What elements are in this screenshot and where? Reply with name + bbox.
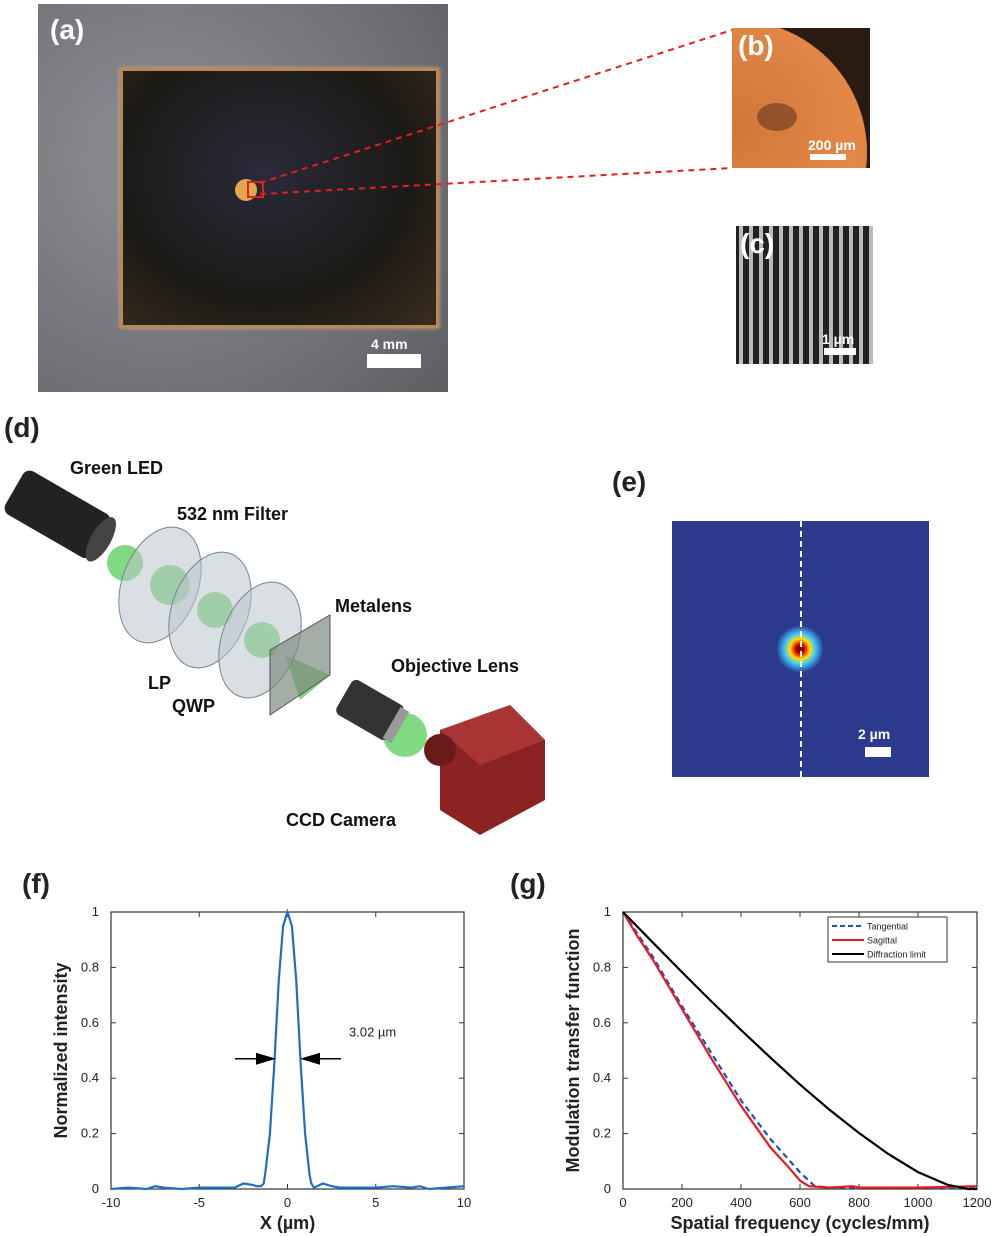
chart-f-ylabel: Normalized intensity	[51, 962, 71, 1138]
chart-g-ytick-label: 1	[604, 904, 611, 919]
chart-g-xtick-label: 400	[730, 1195, 752, 1210]
chart-f-ytick-label: 0.2	[81, 1126, 99, 1141]
chart-g-ytick-label: 0.2	[593, 1126, 611, 1141]
objective-lens	[336, 679, 410, 744]
chart-g-ytick-label: 0	[604, 1181, 611, 1196]
fwhm-arrowhead-right	[300, 1052, 320, 1065]
label-objective: Objective Lens	[391, 656, 520, 676]
chart-g-xtick-label: 600	[789, 1195, 811, 1210]
optical-setup-diagram	[4, 470, 545, 835]
fwhm-arrowhead-left	[256, 1052, 276, 1065]
legend-label: Diffraction limit	[867, 950, 926, 960]
chart-g-xtick-label: 1200	[963, 1195, 992, 1210]
chart-f-xtick-label: -5	[193, 1195, 205, 1210]
cut-line	[800, 521, 802, 777]
chart-f-xtick-label: 5	[372, 1195, 379, 1210]
scale-bar-b	[810, 154, 846, 160]
chart-f-xtick-label: 10	[457, 1195, 471, 1210]
metalens-sample	[120, 68, 439, 328]
panel-a-label: (a)	[50, 14, 85, 45]
panel-d-label: (d)	[4, 412, 40, 443]
label-qwp: QWP	[172, 696, 215, 716]
chart-f-ytick-label: 0.4	[81, 1070, 99, 1085]
panel-f-label: (f)	[22, 868, 50, 899]
panel-c-sem: 1 µm	[736, 226, 873, 364]
metalens-spot	[235, 179, 257, 201]
scale-bar-b-label: 200 µm	[808, 137, 856, 153]
panel-e-label: (e)	[612, 466, 647, 497]
chart-g-xtick-label: 200	[671, 1195, 693, 1210]
scale-bar-a-label: 4 mm	[371, 336, 408, 352]
chart-g-ytick-label: 0.4	[593, 1070, 611, 1085]
zoom-region-box	[247, 181, 264, 198]
chart-g-xlabel: Spatial frequency (cycles/mm)	[670, 1213, 929, 1233]
chart-g-series-tangential	[622, 911, 977, 1189]
zoom-lines	[259, 29, 733, 195]
scale-bar-e	[865, 747, 891, 757]
dark-spot	[757, 103, 797, 131]
chart-f-axes-box	[110, 911, 465, 1190]
panel-c-label: (c)	[740, 228, 775, 259]
panel-g-label: (g)	[510, 868, 546, 899]
chart-g-xtick-label: 1000	[904, 1195, 933, 1210]
chart-g-xtick-label: 800	[848, 1195, 870, 1210]
psf-image: 2 µm	[672, 521, 929, 777]
zoom-line-bottom	[259, 167, 733, 195]
zoom-line-top	[259, 29, 733, 184]
scale-bar-e-label: 2 µm	[858, 726, 891, 742]
legend-label: Sagittal	[867, 936, 897, 946]
chart-g-series-sagittal	[622, 911, 978, 1189]
chart-g-ytick-label: 0.8	[593, 959, 611, 974]
chart-f-ytick-label: 1	[92, 904, 99, 919]
label-filter: 532 nm Filter	[177, 504, 289, 524]
chart-f-xtick-label: -10	[102, 1195, 121, 1210]
scale-bar-c	[824, 348, 856, 355]
chart-g-ylabel: Modulation transfer function	[563, 929, 583, 1173]
label-lp: LP	[148, 673, 172, 693]
chart-g-ytick-label: 0.6	[593, 1015, 611, 1030]
label-green-led: Green LED	[70, 458, 164, 478]
legend-label: Tangential	[867, 922, 908, 932]
scale-bar-a	[367, 354, 421, 368]
optical-disks	[118, 526, 302, 699]
panel-b-label: (b)	[738, 30, 774, 61]
label-metalens: Metalens	[335, 596, 413, 616]
chart-f-ytick-label: 0	[92, 1181, 99, 1196]
ccd-camera	[424, 705, 545, 835]
chart-f-series-intensity	[110, 908, 465, 1191]
chart-f-xtick-label: 0	[284, 1195, 291, 1210]
panel-a-photo: 4 mm	[38, 4, 448, 392]
chart-g-xtick-label: 0	[619, 1195, 626, 1210]
panel-b-micrograph: 200 µm	[732, 28, 870, 168]
label-ccd: CCD Camera	[286, 810, 397, 830]
fwhm-annotation: 3.02 µm	[349, 1025, 396, 1040]
chart-f-xlabel: X (µm)	[260, 1213, 315, 1233]
scale-bar-c-label: 1 µm	[822, 331, 855, 347]
metalens-plate	[269, 614, 331, 716]
chart-f-ytick-label: 0.6	[81, 1015, 99, 1030]
chart-g-series-diffraction-limit	[622, 911, 977, 1191]
chart-f-ytick-label: 0.8	[81, 959, 99, 974]
green-led	[4, 470, 117, 562]
